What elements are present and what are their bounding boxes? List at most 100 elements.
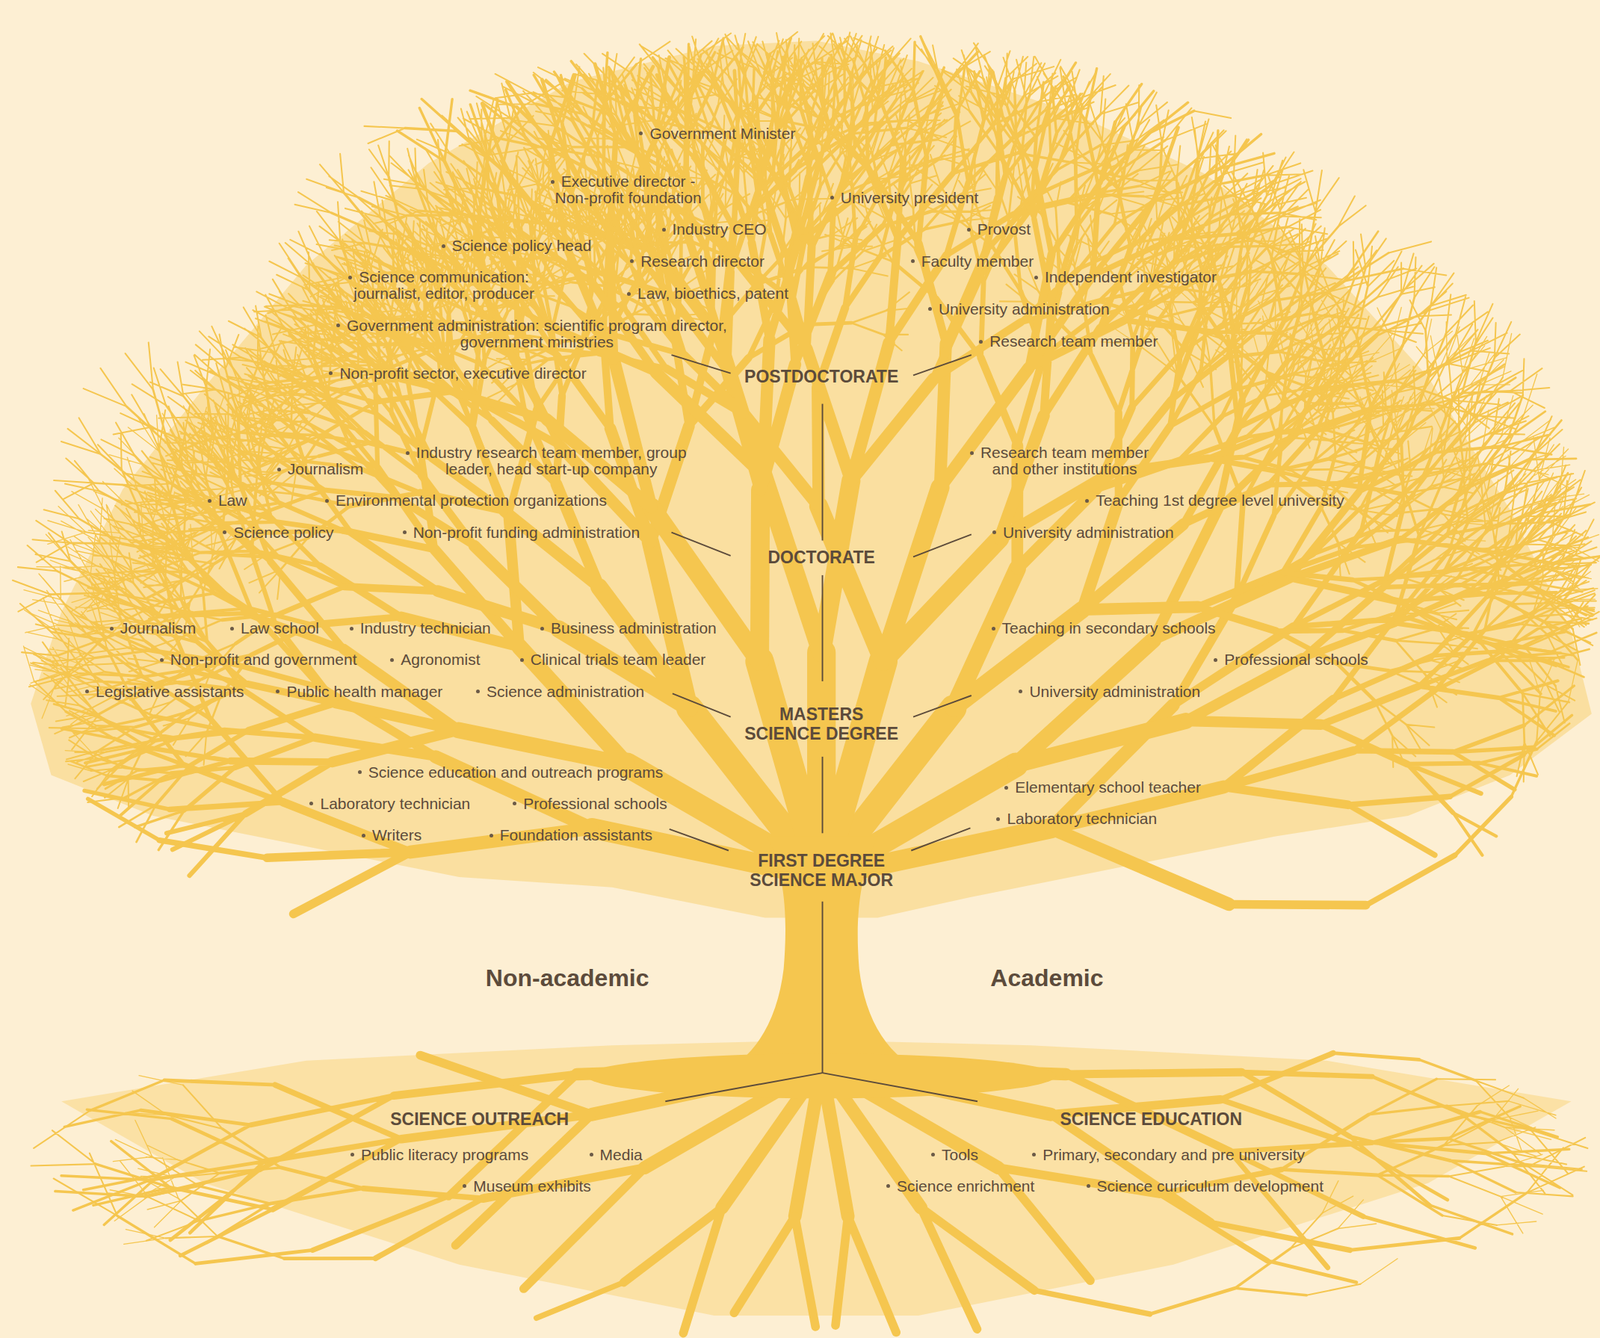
stage-heading: FIRST DEGREE SCIENCE MAJOR	[742, 851, 902, 891]
label-text: Public health manager	[286, 683, 443, 701]
bullet-dot	[230, 626, 234, 631]
label-text: Primary, secondary and pre university	[1042, 1146, 1305, 1164]
career-label: Environmental protection organizations	[335, 492, 607, 509]
tree-branches	[141, 56, 1486, 1314]
bullet-dot	[970, 451, 974, 456]
bullet-dot	[489, 834, 494, 838]
label-text: Science administration	[486, 683, 645, 701]
label-text: POSTDOCTORATE	[744, 366, 899, 387]
label-text: Research team member and other instituti…	[980, 443, 1149, 478]
career-label: Executive director - Non-profit foundati…	[547, 173, 709, 207]
stage-heading: MASTERS SCIENCE DEGREE	[742, 704, 902, 744]
leader-line	[913, 354, 972, 376]
bullet-dot	[348, 275, 352, 280]
career-label: Professional schools	[1224, 651, 1369, 669]
career-label: Primary, secondary and pre university	[1042, 1147, 1305, 1164]
bullet-dot	[589, 1153, 594, 1157]
career-label: Law	[218, 492, 248, 509]
career-label: Research director	[640, 253, 765, 270]
career-label: Non-profit sector, executive director	[339, 365, 586, 382]
branches	[12, 32, 1600, 1334]
bullet-dot	[277, 467, 281, 472]
label-text: Non-profit funding administration	[413, 523, 641, 542]
career-label: Science communication: journalist, edito…	[346, 269, 542, 302]
label-text: Environmental protection organizations	[335, 491, 607, 509]
label-text: Agronomist	[400, 650, 480, 669]
label-text: Science enrichment	[896, 1177, 1035, 1195]
label-text: Business administration	[550, 619, 717, 637]
label-text: Executive director - Non-profit foundati…	[554, 172, 701, 207]
side-heading: Non-academic	[485, 964, 650, 992]
trunk-base	[586, 1053, 1056, 1099]
label-text: Journalism	[120, 619, 197, 637]
leader-line	[671, 354, 731, 374]
label-text: Science education and outreach programs	[368, 763, 664, 781]
label-text: Legislative assistants	[95, 683, 244, 701]
label-text: Elementary school teacher	[1014, 778, 1201, 796]
career-label: Industry research team member, group lea…	[413, 444, 690, 478]
label-text: Writers	[372, 826, 422, 844]
bullet-dot	[662, 227, 666, 232]
career-label: Science education and outreach programs	[368, 764, 664, 781]
label-text: Law, bioethics, patent	[637, 284, 789, 302]
root-spread	[61, 1040, 1571, 1317]
trunk-line	[822, 575, 824, 682]
career-label: Writers	[372, 827, 422, 844]
career-label: Agronomist	[400, 651, 480, 669]
bullet-dot	[361, 834, 366, 838]
leader-line	[913, 695, 972, 718]
label-text: Faculty member	[921, 252, 1035, 270]
career-label: Science policy head	[452, 237, 592, 255]
leader-line	[671, 532, 731, 557]
career-label: Public literacy programs	[360, 1147, 529, 1164]
label-text: Museum exhibits	[473, 1177, 592, 1195]
label-text: Laboratory technician	[319, 795, 471, 813]
label-text: Law	[218, 491, 248, 509]
label-text: Government administration: scientific pr…	[346, 316, 728, 351]
label-text: Academic	[990, 964, 1104, 992]
label-text: Teaching 1st degree level university	[1095, 491, 1345, 509]
bullet-dot	[991, 626, 996, 631]
label-text: MASTERS SCIENCE DEGREE	[744, 704, 899, 744]
label-text: Science policy head	[452, 236, 592, 255]
career-label: Provost	[977, 221, 1031, 238]
label-text: Foundation assistants	[499, 826, 653, 844]
career-label: Government administration: scientific pr…	[323, 317, 750, 351]
label-text: Professional schools	[1224, 650, 1369, 669]
career-label: Museum exhibits	[473, 1178, 592, 1195]
career-label: Public health manager	[286, 683, 443, 701]
label-text: University president	[840, 189, 979, 207]
career-label: Law school	[240, 620, 320, 637]
label-text: Research director	[640, 252, 765, 270]
label-text: Industry research team member, group lea…	[416, 443, 687, 478]
bullet-dot	[159, 658, 164, 663]
bullet-dot	[1004, 786, 1009, 790]
career-label: Tools	[941, 1147, 979, 1164]
career-label: Law, bioethics, patent	[637, 285, 789, 302]
bullet-dot	[357, 770, 362, 775]
career-label: Foundation assistants	[499, 827, 653, 844]
career-label: Laboratory technician	[319, 795, 471, 813]
bullet-dot	[967, 227, 971, 232]
stage-heading: POSTDOCTORATE	[744, 366, 899, 387]
label-text: SCIENCE EDUCATION	[1059, 1109, 1243, 1130]
bullet-dot	[626, 292, 631, 296]
career-label: University administration	[1002, 524, 1175, 542]
label-text: University administration	[1029, 683, 1201, 701]
label-text: Non-academic	[485, 964, 650, 992]
career-label: Industry technician	[360, 620, 491, 637]
bullet-dot	[402, 530, 407, 535]
label-text: SCIENCE OUTREACH	[390, 1109, 569, 1130]
leader-line	[669, 829, 729, 852]
bullet-dot	[405, 451, 410, 456]
tree-branches	[12, 32, 1600, 1296]
bullet-dot	[349, 626, 354, 631]
career-label: Science curriculum development	[1097, 1178, 1324, 1195]
career-label: Non-profit funding administration	[413, 524, 641, 542]
label-text: Research team member	[989, 332, 1158, 350]
career-label: University president	[840, 189, 979, 207]
bullet-dot	[550, 180, 555, 184]
